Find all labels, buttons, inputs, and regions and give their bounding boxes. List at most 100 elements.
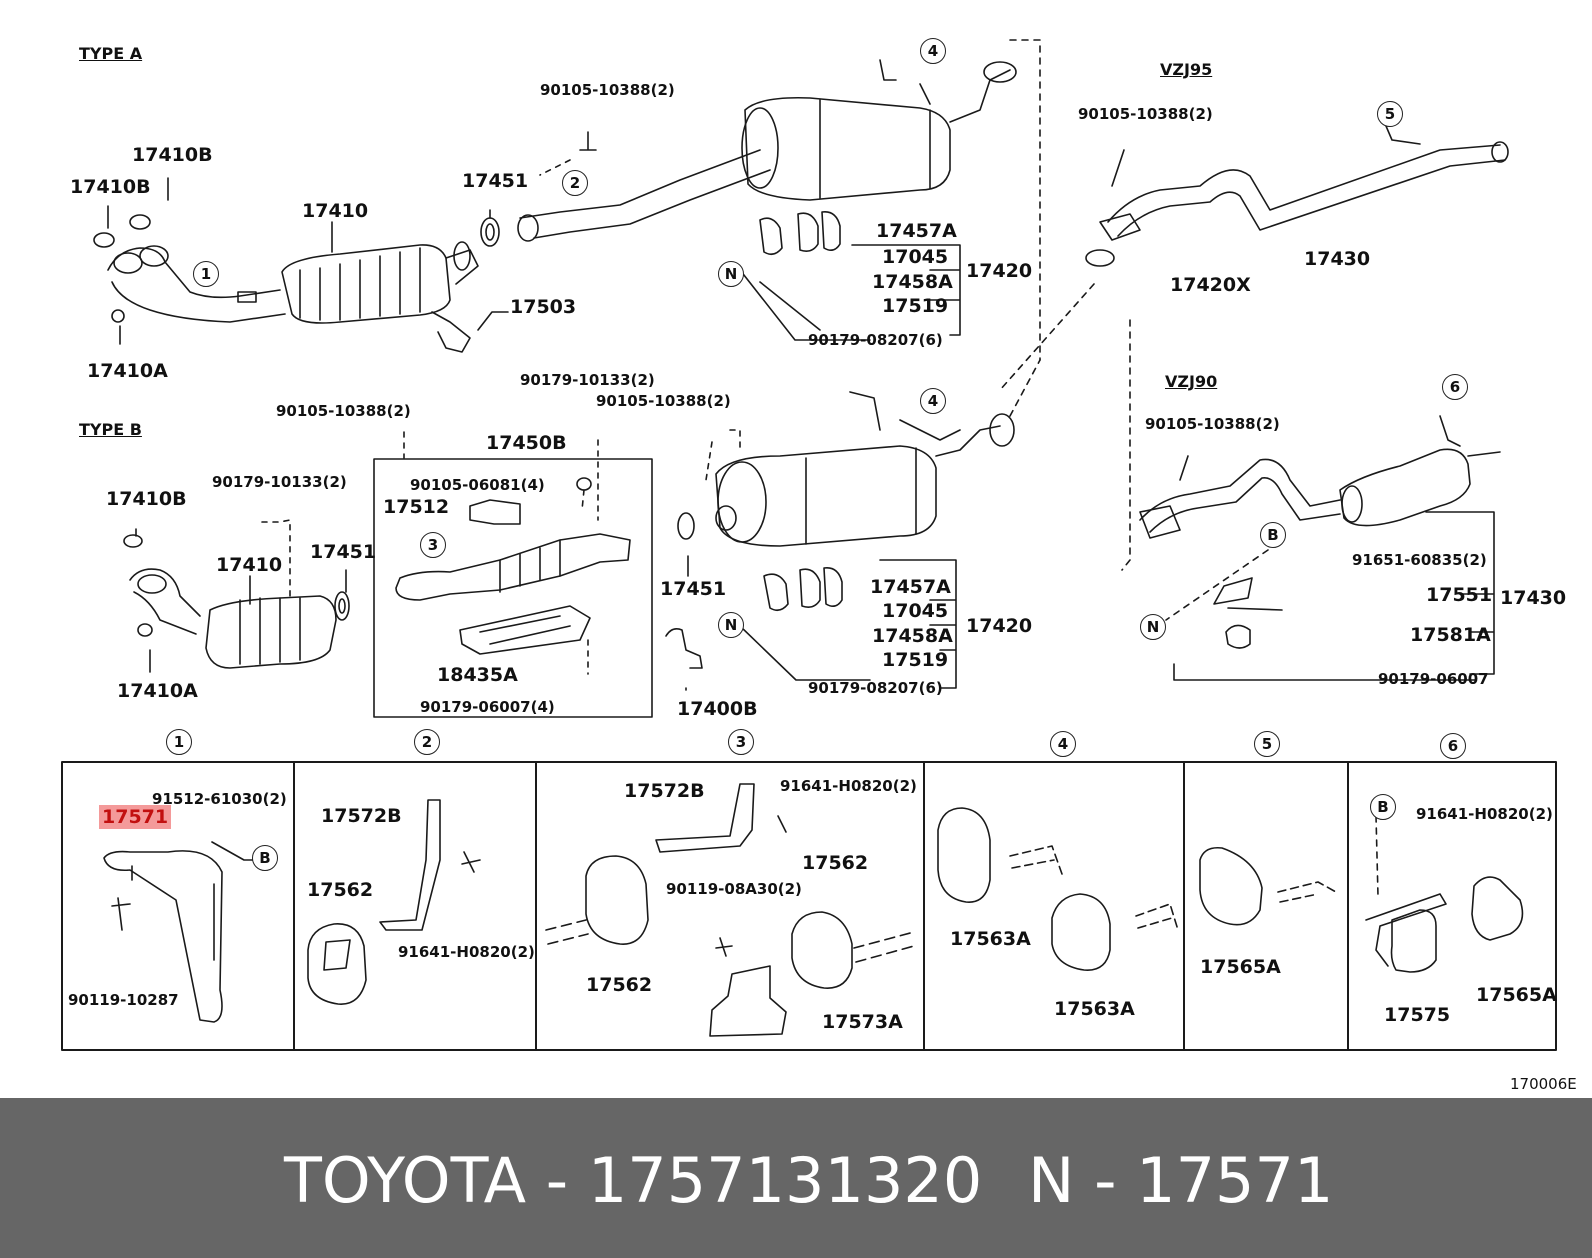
part-label: 90179-06007(4): [420, 698, 555, 716]
section-vzj95: VZJ95: [1160, 60, 1213, 79]
type-a-muffler: [741, 39, 1041, 361]
part-label: 17563A: [950, 928, 1031, 950]
part-label: 17551: [1426, 584, 1493, 606]
part-info-banner: TOYOTA - 1757131320 N - 17571: [0, 1098, 1592, 1258]
vzj90-tail-pipe: [1139, 415, 1501, 675]
part-label: 90179-08207(6): [808, 679, 943, 697]
callout-n: N: [1140, 614, 1166, 640]
part-label: 17410A: [87, 360, 168, 382]
part-label: 17565A: [1200, 956, 1281, 978]
part-label: 90179-08207(6): [808, 331, 943, 349]
panel-callout-2: 2: [414, 729, 440, 755]
part-label: 17410: [302, 200, 369, 222]
part-label: 90105-10388(2): [1145, 415, 1280, 433]
part-label: 91641-H0820(2): [780, 777, 917, 795]
part-label: 17562: [802, 852, 869, 874]
panel-5-parts: [1199, 846, 1337, 926]
part-label: 17565A: [1476, 984, 1557, 1006]
part-label: 17045: [882, 600, 949, 622]
callout-5: 5: [1377, 101, 1403, 127]
part-label: 17458A: [872, 625, 953, 647]
part-label: 90179-10133(2): [212, 473, 347, 491]
section-vzj90: VZJ90: [1165, 372, 1218, 391]
part-label: 90105-06081(4): [410, 476, 545, 494]
part-label: 17430: [1500, 587, 1567, 609]
diagram-ref-code: 170006E: [1510, 1075, 1577, 1093]
section-type-b: TYPE B: [79, 420, 142, 439]
part-label: 17575: [1384, 1004, 1451, 1026]
part-label: 17458A: [872, 271, 953, 293]
callout-1: 1: [193, 261, 219, 287]
part-label: 91651-60835(2): [1352, 551, 1487, 569]
brand-part-number: TOYOTA - 1757131320: [284, 1144, 983, 1217]
part-label: 17451: [310, 541, 377, 563]
part-label: 17410A: [117, 680, 198, 702]
part-label: 17519: [882, 649, 949, 671]
callout-b: B: [252, 845, 278, 871]
type-b-center: [665, 429, 741, 669]
panel-2-parts: [307, 799, 481, 1005]
type-a-center-pipe: [517, 131, 771, 242]
part-label: 90179-06007: [1378, 670, 1489, 688]
callout-4: 4: [920, 388, 946, 414]
panel-callout-5: 5: [1254, 731, 1280, 757]
part-label: 17503: [510, 296, 577, 318]
highlighted-part-17571: 17571: [99, 805, 172, 829]
part-label: 17410: [216, 554, 283, 576]
panel-callout-6: 6: [1440, 733, 1466, 759]
part-label: 91641-H0820(2): [398, 943, 535, 961]
part-label: 90119-10287: [68, 991, 179, 1009]
part-label: 17420: [966, 615, 1033, 637]
part-label: 17562: [307, 879, 374, 901]
part-label: 17451: [462, 170, 529, 192]
panel-3-parts: [545, 783, 915, 1037]
part-label: 17519: [882, 295, 949, 317]
part-label: 17572B: [321, 805, 402, 827]
leader-lines: [107, 177, 1477, 691]
highlighted-part-label: 17571: [99, 805, 172, 829]
part-label: 18435A: [437, 664, 518, 686]
part-label: 91512-61030(2): [152, 790, 287, 808]
panel-4-parts: [937, 807, 1179, 971]
type-b-box-17450b: [373, 431, 653, 718]
type-a-gasket-17451: [480, 217, 500, 247]
type-a-catalytic-converter: [281, 241, 479, 353]
part-label: 17457A: [876, 220, 957, 242]
part-label: 17562: [586, 974, 653, 996]
part-label: 17581A: [1410, 624, 1491, 646]
detail-panels: [61, 761, 1557, 1051]
section-type-a: TYPE A: [79, 44, 143, 63]
part-label: 90119-08A30(2): [666, 880, 802, 898]
parts-diagram: TYPE A TYPE B VZJ95 VZJ90 1 2 4 5 3 4 6 …: [61, 38, 1577, 1093]
part-label: 17450B: [486, 432, 567, 454]
callout-4: 4: [920, 38, 946, 64]
callout-b: B: [1370, 794, 1396, 820]
callout-n: N: [718, 261, 744, 287]
panel-callout-1: 1: [166, 729, 192, 755]
callout-3: 3: [420, 532, 446, 558]
part-label: 17045: [882, 246, 949, 268]
part-label: 17572B: [624, 780, 705, 802]
part-label: 17451: [660, 578, 727, 600]
part-label: 17430: [1304, 248, 1371, 270]
part-label: 17410B: [132, 144, 213, 166]
type-b-muffler: [715, 359, 1041, 689]
part-label: 90105-10388(2): [540, 81, 675, 99]
type-a-front-pipe: [93, 214, 286, 323]
part-label: 17420: [966, 260, 1033, 282]
part-label: 90105-10388(2): [276, 402, 411, 420]
panel-callout-3: 3: [728, 729, 754, 755]
panel-6-parts: [1365, 815, 1524, 973]
part-label: 90105-10388(2): [1078, 105, 1213, 123]
callout-2: 2: [562, 170, 588, 196]
part-label: 17400B: [677, 698, 758, 720]
part-label: 17410B: [70, 176, 151, 198]
part-label: 17420X: [1170, 274, 1251, 296]
type-a-hangers: [759, 210, 961, 336]
panel-callout-4: 4: [1050, 731, 1076, 757]
callout-n: N: [718, 612, 744, 638]
callout-b: B: [1260, 522, 1286, 548]
diagram-drawing: [61, 39, 1557, 1051]
part-label: 91641-H0820(2): [1416, 805, 1553, 823]
type-b-front-pipe: [123, 519, 350, 669]
